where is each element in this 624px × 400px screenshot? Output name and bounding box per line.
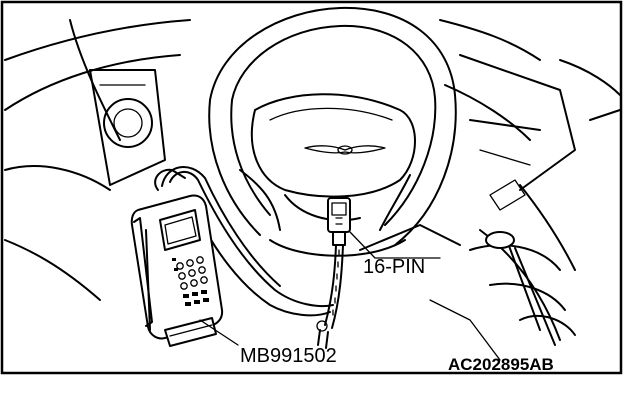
keypad <box>172 256 209 306</box>
tool-leader-line <box>199 319 239 346</box>
diagnostic-connector-icon <box>327 197 351 246</box>
chrysler-wing-logo-icon <box>304 145 386 155</box>
connector-label: 16-PIN <box>363 256 425 278</box>
connector-leader-line <box>349 231 441 259</box>
figure-border <box>0 0 623 375</box>
tool-code-label: MB991502 <box>240 345 337 367</box>
dashboard <box>4 19 621 361</box>
steering-wheel-icon <box>208 6 461 257</box>
diagnostic-scan-tool-icon <box>130 168 224 347</box>
figure-code-label: AC202895AB <box>448 355 554 374</box>
